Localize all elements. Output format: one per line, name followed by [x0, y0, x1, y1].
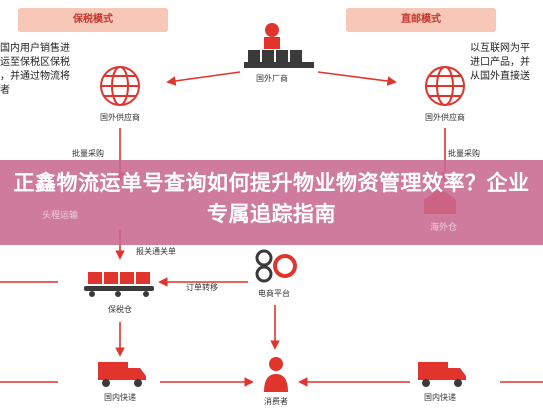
- title-banner: [0, 160, 543, 245]
- label-express-right: 国内快递: [424, 393, 456, 402]
- truck-icon: [98, 362, 146, 387]
- globe-icon-right: [425, 66, 465, 106]
- label-first-leg: 头程运输: [42, 211, 79, 221]
- flow-arrows: [0, 71, 543, 387]
- bonded-mode-description: 国内用户销售进 运至保税区保税 ，并通过物流将 者: [0, 43, 70, 96]
- gears-icon: [255, 249, 297, 283]
- label-bulk-purchase-right: 批量采购: [448, 149, 480, 158]
- globe-icon: [100, 66, 140, 106]
- label-bulk-purchase-left: 批量采购: [72, 149, 104, 158]
- label-bonded-warehouse: 保税仓: [108, 305, 132, 314]
- tag-bonded-mode: 保税模式: [18, 8, 168, 32]
- person-icon: [264, 357, 288, 392]
- direct-mail-mode-description: 以互联网为平 进口产品，并 从国外直接送: [470, 43, 530, 82]
- factory-icon: [244, 23, 314, 68]
- label-express-left: 国内快递: [104, 393, 136, 402]
- label-overseas-warehouse: 海外仓: [430, 223, 458, 233]
- arrow-factory-to-supplier-right: [317, 71, 397, 86]
- truck-icon-right: [418, 362, 466, 387]
- label-consumer: 消费者: [264, 397, 288, 406]
- label-ecommerce-platform: 电商平台: [258, 289, 290, 298]
- label-factory: 国外厂商: [256, 74, 288, 83]
- label-supplier-left: 国外供应商: [100, 113, 140, 122]
- page-title: 正鑫物流运单号查询如何提升物业物资管理效率？企业专属追踪指南: [13, 171, 530, 226]
- label-order-transfer: 订单转移: [186, 283, 218, 292]
- label-supplier-right: 国外供应商: [425, 113, 465, 122]
- tag-direct-mail-mode: 直邮模式: [346, 8, 496, 32]
- label-customs-clearance: 报关通关单: [136, 247, 176, 256]
- bonded-warehouse-icon: [84, 272, 154, 297]
- arrow-factory-to-supplier-left: [166, 71, 241, 86]
